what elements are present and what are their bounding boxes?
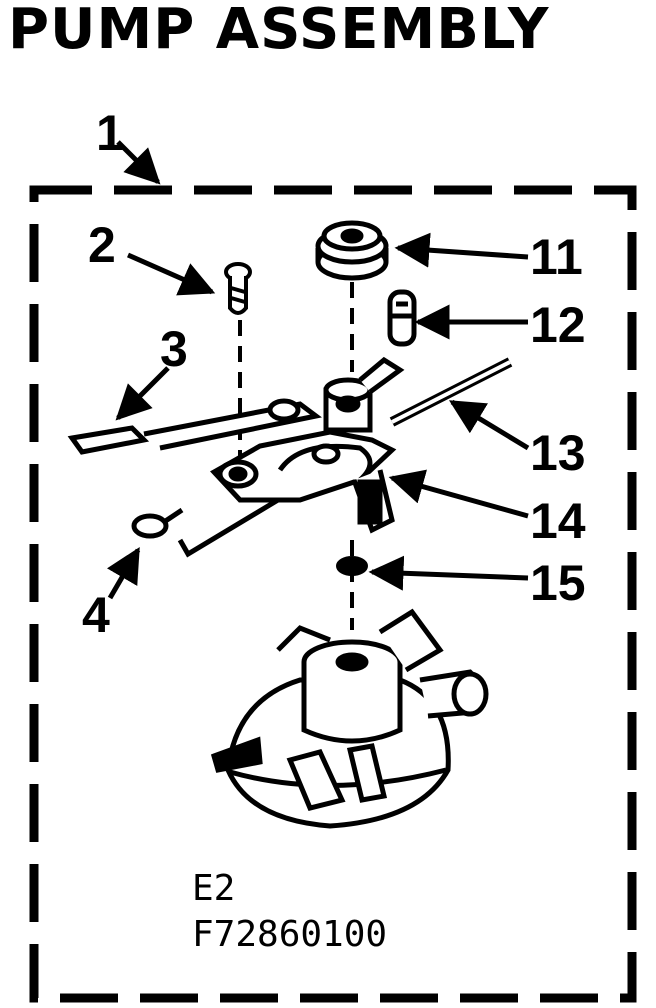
callout-15: 15: [530, 555, 586, 611]
leader-13: [449, 399, 530, 451]
leader-3: [115, 366, 170, 421]
leader-2: [126, 252, 216, 296]
leader-15: [368, 555, 529, 591]
leader-4: [107, 546, 141, 600]
pump-housing: [210, 608, 489, 829]
callout-12: 12: [530, 297, 586, 353]
leader-14: [388, 469, 529, 519]
callout-14: 14: [530, 493, 586, 549]
part-4-clip: [131, 497, 280, 558]
leader-11: [394, 232, 529, 268]
callout-11: 11: [530, 229, 583, 285]
callout-4: 4: [82, 587, 110, 643]
part-2-screw: [224, 262, 252, 315]
leader-1: [116, 140, 161, 185]
callout-2: 2: [88, 217, 116, 273]
page-title: PUMP ASSEMBLY: [8, 0, 550, 62]
part-13-rod: [389, 357, 513, 427]
leader-lines: [107, 140, 530, 600]
callout-13: 13: [530, 425, 586, 481]
part-12-clip: [387, 289, 417, 347]
model-code-e2: E2: [192, 868, 235, 909]
center-lines: [238, 282, 354, 630]
part-15-washer: [336, 556, 368, 576]
part-14-bracket: [210, 356, 405, 534]
model-code-number: F72860100: [192, 914, 387, 955]
assembly-boundary: [29, 185, 637, 1003]
part-11-pulley: [315, 220, 389, 281]
part-3-lever: [67, 398, 322, 455]
callout-3: 3: [160, 321, 188, 377]
callout-1: 1: [96, 105, 124, 161]
